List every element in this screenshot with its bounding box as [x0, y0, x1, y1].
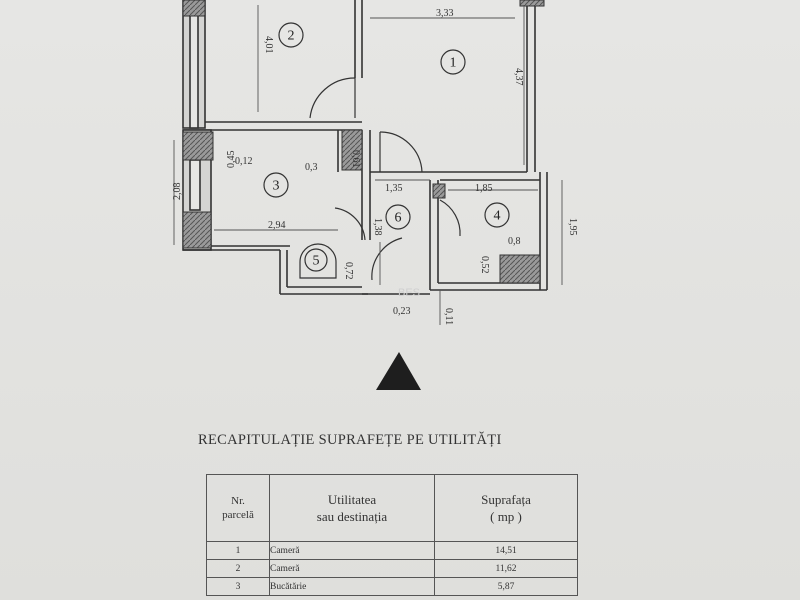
- dim-3-33: 3,33: [436, 8, 454, 19]
- header-util-line2: sau destinația: [316, 509, 388, 524]
- dim-0-23: 0,23: [393, 306, 411, 317]
- dimension-lines: [173, 5, 563, 325]
- room-6-circle: [385, 204, 411, 230]
- dim-2-94: 2,94: [268, 220, 286, 231]
- dim-1-35: 1,35: [385, 183, 403, 194]
- north-arrow-icon: [376, 352, 421, 390]
- row-nr: 1: [206, 541, 270, 560]
- room-6-number: 6: [395, 211, 402, 226]
- room-2-number: 2: [288, 29, 295, 44]
- summary-title: RECAPITULAȚIE SUPRAFEȚE PE UTILITĂȚI: [198, 432, 502, 448]
- room-labels: [263, 22, 510, 272]
- room-1-number: 1: [450, 56, 457, 71]
- dim-4-01: 4,01: [263, 36, 274, 54]
- door-swings: [309, 77, 461, 281]
- dim-0-11: 0,11: [443, 308, 454, 325]
- header-utilitatea: Utilitatea sau destinația: [269, 474, 435, 542]
- room-4-circle: [484, 202, 510, 228]
- row-nr: 3: [206, 577, 270, 596]
- table-row: 1 Cameră 14,51: [206, 541, 578, 560]
- table-row: 2 Cameră 11,62: [206, 559, 578, 578]
- dim-0-8: 0,8: [508, 236, 521, 247]
- dim-0-45: 0,45: [226, 151, 237, 169]
- header-nr-line2: parcelă: [222, 509, 254, 521]
- room-4-number: 4: [494, 209, 501, 224]
- dim-4-37: 4,37: [513, 68, 524, 86]
- header-nr: Nr. parcelă: [206, 474, 270, 542]
- dim-1-95: 1,95: [567, 218, 578, 236]
- header-supr-line1: Suprafața: [481, 492, 531, 507]
- row-util: Cameră: [269, 559, 435, 578]
- header-util-line1: Utilitatea: [327, 492, 377, 507]
- row-util: Bucătărie: [269, 577, 435, 596]
- watermark: BES: [398, 287, 420, 299]
- dim-1-38: 1,38: [372, 218, 383, 236]
- hatched-columns: [182, 0, 545, 284]
- room-5-circle: [304, 248, 328, 272]
- row-supr: 14,51: [434, 541, 578, 560]
- room-1-circle: [440, 49, 466, 75]
- row-nr: 2: [206, 559, 270, 578]
- dim-0-12: 0,12: [235, 156, 253, 167]
- header-suprafata: Suprafața ( mp ): [434, 474, 578, 542]
- dim-0-72: 0,72: [343, 262, 354, 280]
- floor-plan: 2 1 3 6 4 5 3,33 4,01 4,37 0,12 0,3 0,45…: [172, 0, 578, 390]
- table-header-row: Nr. parcelă Utilitatea sau destinația Su…: [206, 474, 578, 542]
- bathroom-fixture: [299, 243, 337, 279]
- dim-1-85: 1,85: [475, 183, 493, 194]
- dim-0-52: 0,52: [479, 256, 490, 274]
- header-supr-line2: ( mp ): [490, 509, 522, 524]
- row-supr: 5,87: [434, 577, 578, 596]
- room-3-number: 3: [273, 179, 280, 194]
- room-5-number: 5: [313, 254, 320, 269]
- dim-0-3: 0,3: [305, 162, 318, 173]
- dim-0-61: 0,61: [350, 150, 361, 168]
- header-nr-line1: Nr.: [231, 495, 245, 507]
- row-util: Cameră: [269, 541, 435, 560]
- row-supr: 11,62: [434, 559, 578, 578]
- dim-2-08: 2,08: [172, 183, 183, 201]
- table-row: 3 Bucătărie 5,87: [206, 577, 578, 596]
- room-3-circle: [263, 172, 289, 198]
- walls: [182, 0, 548, 295]
- room-2-circle: [278, 22, 304, 48]
- summary-table: Nr. parcelă Utilitatea sau destinația Su…: [206, 474, 578, 596]
